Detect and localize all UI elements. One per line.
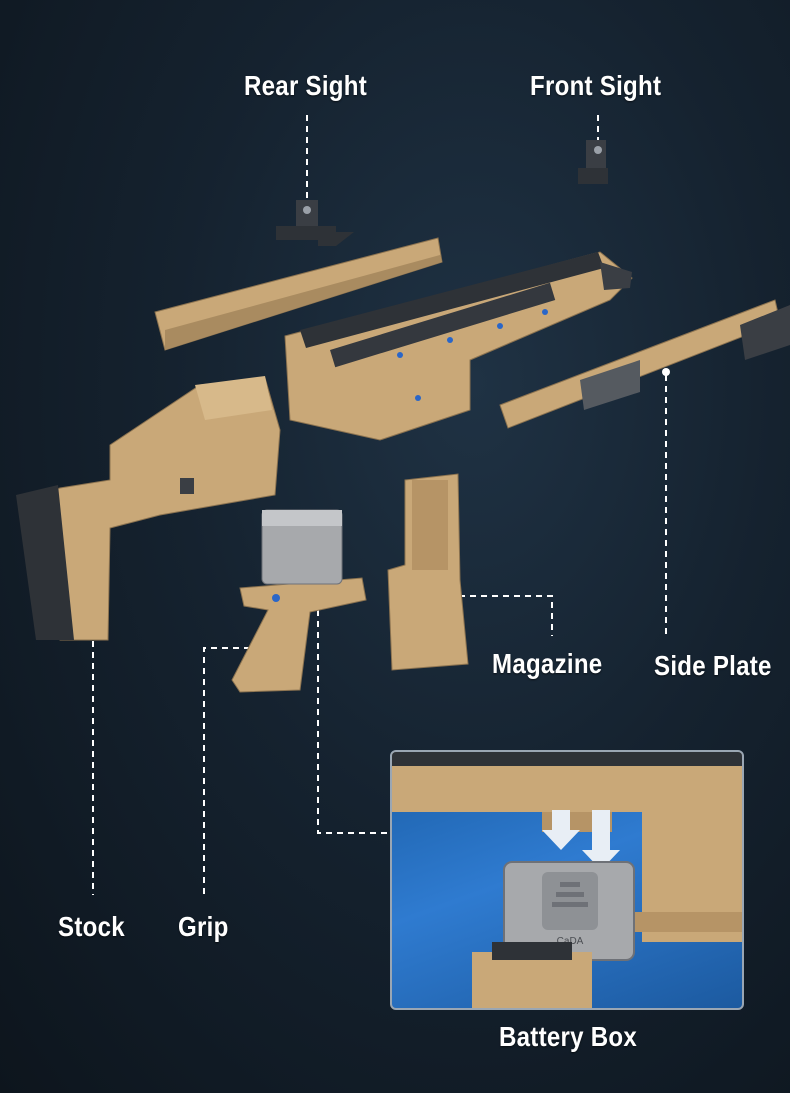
battery-marking: CaDA bbox=[557, 936, 584, 947]
grip-label: Grip bbox=[178, 911, 229, 942]
battery-box-detail: CaDA bbox=[392, 752, 742, 1008]
side-plate-part bbox=[499, 299, 790, 429]
stock-label: Stock bbox=[58, 911, 125, 942]
side-plate-label: Side Plate bbox=[654, 650, 772, 681]
top-cover-part bbox=[154, 237, 443, 351]
grip-part bbox=[231, 509, 367, 693]
front-sight-part bbox=[578, 140, 608, 184]
rear-sight-label: Rear Sight bbox=[244, 70, 368, 101]
battery-box-inset: CaDA bbox=[390, 750, 744, 1010]
receiver-part bbox=[284, 251, 633, 441]
magazine-label: Magazine bbox=[492, 648, 603, 679]
leader-battery-box bbox=[317, 555, 390, 834]
leader-magazine bbox=[437, 595, 553, 636]
front-sight-label: Front Sight bbox=[530, 70, 662, 101]
stock-part bbox=[16, 376, 281, 641]
battery-box-label: Battery Box bbox=[499, 1021, 638, 1052]
magazine-part bbox=[387, 473, 469, 671]
rear-sight-part bbox=[276, 200, 354, 246]
